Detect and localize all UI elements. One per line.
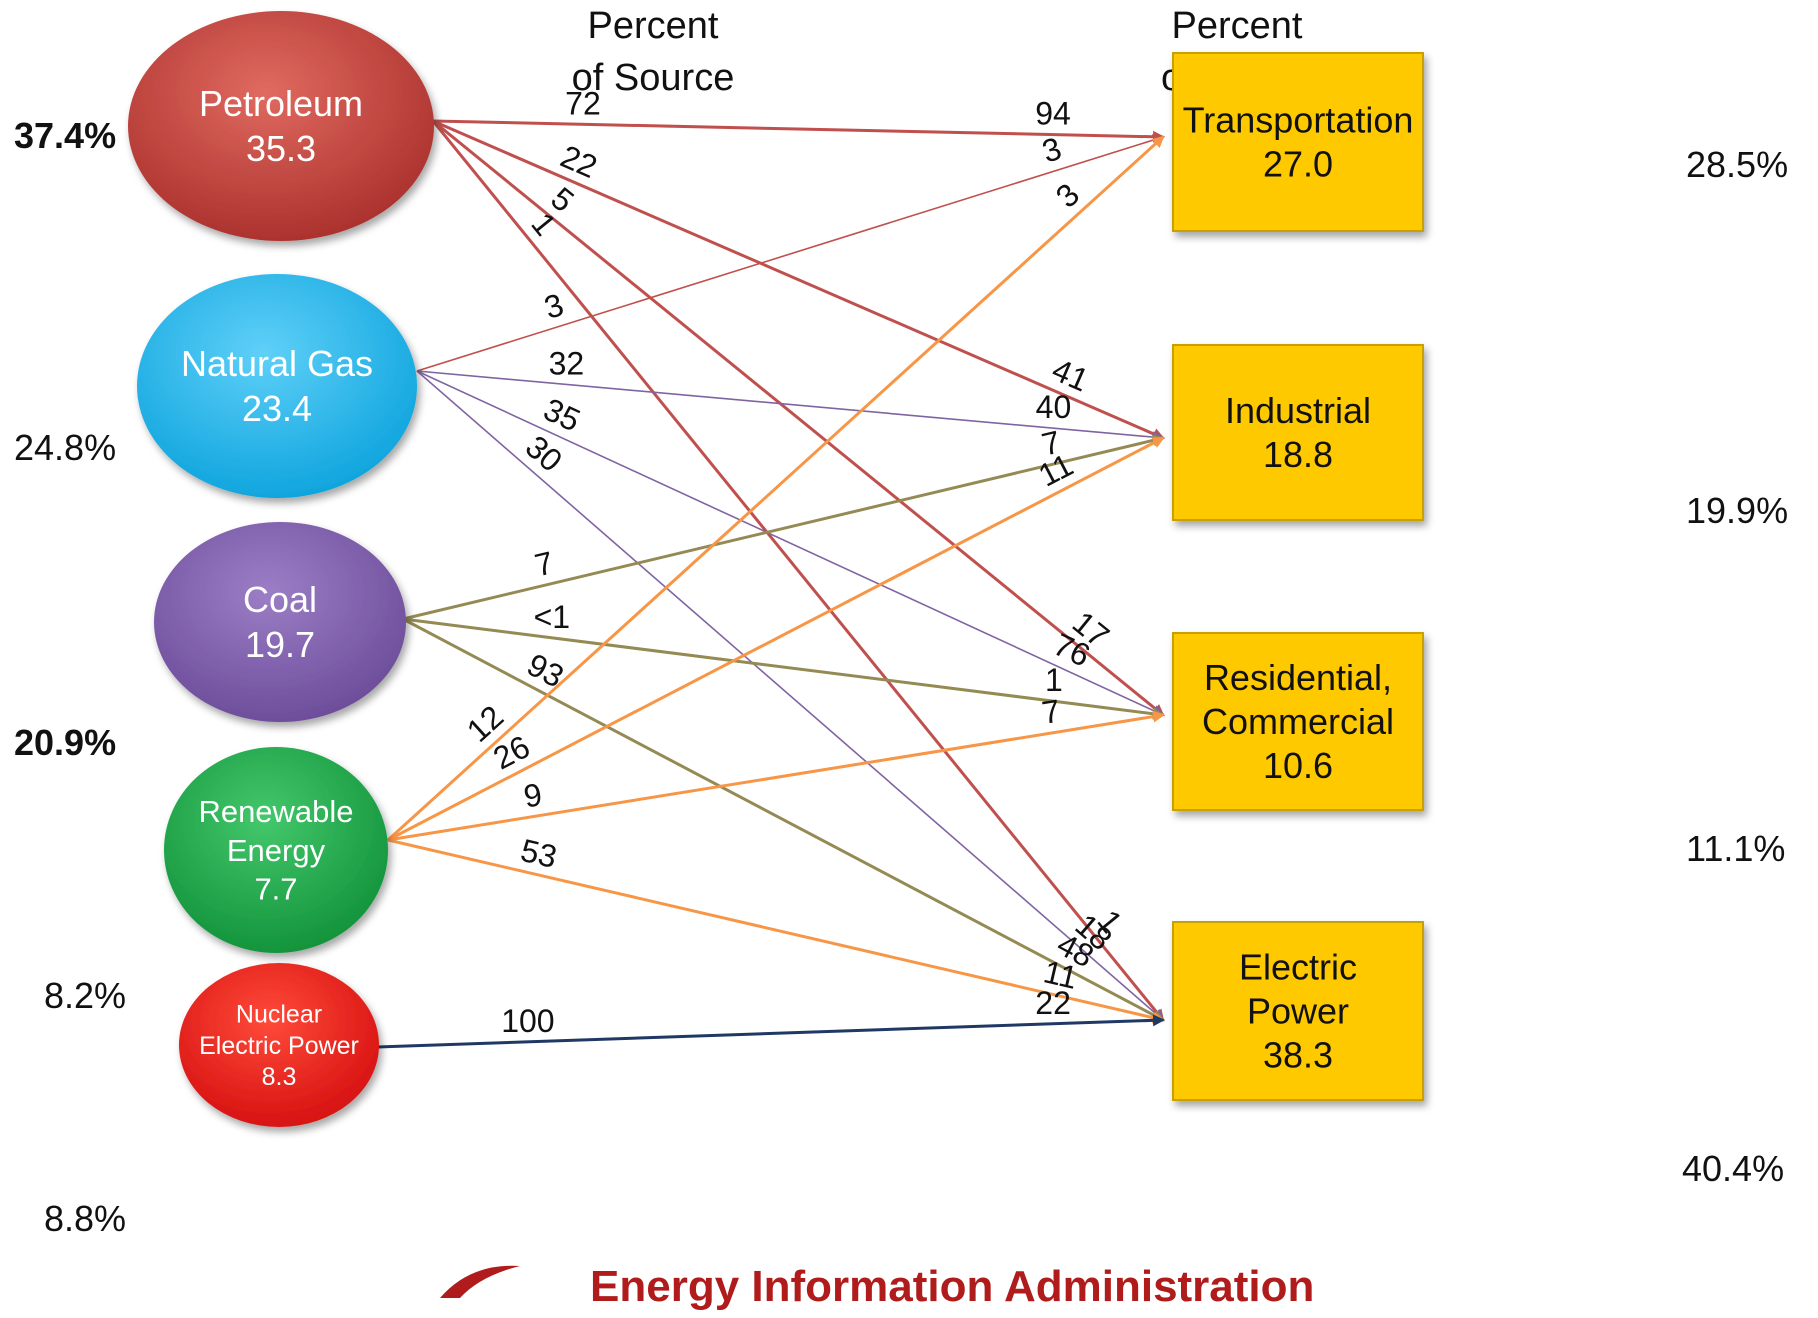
- source-share-nuclear: 8.8%: [44, 1198, 127, 1239]
- sector-label-elec-line-0: Electric: [1239, 947, 1357, 988]
- source-label-renew-line-1: Energy: [227, 833, 326, 868]
- sector-pct-label-renew-to-trans: 3: [1049, 176, 1086, 215]
- eia-logo-text: Energy Information Administration: [590, 1262, 1315, 1311]
- flow-line-renew-to-elec: [387, 838, 1165, 1024]
- flow-lines: [377, 119, 1165, 1049]
- source-label-petroleum-line-0: Petroleum: [199, 83, 363, 124]
- flow-line-coal-to-res: [402, 617, 1165, 720]
- flow-line-renew-to-res: [387, 710, 1165, 842]
- source-label-nuclear-line-2: 8.3: [262, 1063, 297, 1091]
- sector-box-trans: [1172, 52, 1424, 232]
- sector-pct-label-gas-to-ind: 40: [1036, 389, 1072, 425]
- sector-pct-label-petroleum-to-trans: 94: [1035, 96, 1071, 132]
- sector-label-res-line-0: Residential,: [1204, 657, 1392, 698]
- sector-pct-label-renew-to-res: 7: [1039, 693, 1062, 731]
- source-ellipse-renew: [164, 747, 388, 953]
- sector-label-trans-line-1: 27.0: [1263, 144, 1333, 185]
- source-label-coal-line-1: 19.7: [245, 624, 315, 665]
- eia-logo: Energy Information Administration: [420, 1262, 1320, 1311]
- sector-share-transportation: 28.5%: [1686, 144, 1789, 185]
- sector-box-elec: [1172, 921, 1424, 1101]
- sector-share-electric-power: 40.4%: [1682, 1148, 1785, 1189]
- source-pct-label-coal-to-ind: 7: [531, 544, 557, 583]
- source-pct-label-renew-to-res: 9: [521, 776, 544, 814]
- source-pct-label-petroleum-to-trans: 72: [565, 85, 601, 121]
- flow-line-petroleum-to-elec: [431, 120, 1165, 1022]
- source-label-nuclear-line-0: Nuclear: [236, 1001, 322, 1029]
- source-ellipse-petroleum: [128, 11, 434, 241]
- source-share-natural-gas: 24.8%: [14, 427, 117, 468]
- source-ellipse-coal: [154, 522, 406, 722]
- source-pct-label-coal-to-elec: 93: [521, 646, 569, 694]
- sector-pct-label-nuclear-to-elec: 22: [1035, 985, 1071, 1021]
- flow-line-renew-to-trans: [386, 135, 1165, 842]
- header-percent-of-source: Percent of Source: [548, 0, 758, 104]
- source-pct-label-gas-to-trans: 3: [540, 286, 568, 326]
- flow-line-gas-to-res: [416, 370, 1165, 717]
- sector-pct-label-coal-to-res: 1: [1045, 662, 1063, 698]
- header-source-line2: of Source: [571, 57, 735, 99]
- source-share-petroleum: 37.4%: [14, 115, 117, 156]
- sector-label-trans-line-0: Transportation: [1183, 100, 1414, 141]
- eia-swoosh-icon: [440, 1265, 520, 1298]
- source-ellipse-nuclear: [179, 963, 379, 1127]
- sector-box-ind: [1172, 344, 1424, 521]
- sector-label-res-line-1: Commercial: [1202, 701, 1394, 742]
- sector-pct-label-renew-to-elec: 11: [1040, 953, 1081, 996]
- sector-share-residential-commercial: 11.1%: [1686, 828, 1786, 869]
- source-pct-label-renew-to-elec: 53: [517, 832, 560, 875]
- flow-line-petroleum-to-ind: [432, 119, 1165, 440]
- source-share-coal: 20.9%: [14, 722, 117, 763]
- flow-line-gas-to-trans: [416, 134, 1165, 372]
- sector-share-industrial: 19.9%: [1686, 490, 1789, 531]
- sector-label-res-line-2: 10.6: [1263, 745, 1333, 786]
- source-label-nuclear-line-1: Electric Power: [199, 1032, 359, 1060]
- source-label-renew-line-2: 7.7: [254, 872, 297, 907]
- source-share-renewable: 8.2%: [44, 975, 127, 1016]
- source-label-gas-line-1: 23.4: [242, 388, 312, 429]
- sector-label-elec-line-2: 38.3: [1263, 1035, 1333, 1076]
- source-ellipse-gas: [137, 274, 417, 498]
- flow-line-gas-to-ind: [416, 370, 1165, 444]
- source-pct-label-nuclear-to-elec: 100: [501, 1003, 554, 1039]
- source-pct-label-gas-to-ind: 32: [549, 345, 585, 381]
- source-label-renew-line-0: Renewable: [198, 794, 353, 829]
- header-source-line1: Percent: [587, 5, 719, 47]
- source-label-petroleum-line-1: 35.3: [246, 128, 316, 169]
- sector-label-ind-line-1: 18.8: [1263, 434, 1333, 475]
- source-pct-label-coal-to-res: <1: [534, 599, 570, 635]
- source-label-gas-line-0: Natural Gas: [181, 343, 373, 384]
- flow-line-petroleum-to-trans: [432, 119, 1165, 143]
- flow-line-petroleum-to-res: [432, 119, 1165, 717]
- sector-box-res: [1172, 632, 1424, 811]
- source-label-coal-line-0: Coal: [243, 579, 317, 620]
- source-pct-label-gas-to-elec: 30: [519, 428, 569, 479]
- header-sector-line1: Percent: [1171, 5, 1303, 47]
- flow-line-nuclear-to-elec: [377, 1014, 1165, 1049]
- flow-line-renew-to-ind: [387, 436, 1165, 842]
- flow-line-gas-to-elec: [416, 370, 1165, 1022]
- flow-line-coal-to-elec: [402, 617, 1165, 1022]
- sector-label-elec-line-1: Power: [1247, 991, 1349, 1032]
- sector-label-ind-line-0: Industrial: [1225, 390, 1371, 431]
- flow-line-coal-to-ind: [402, 434, 1165, 621]
